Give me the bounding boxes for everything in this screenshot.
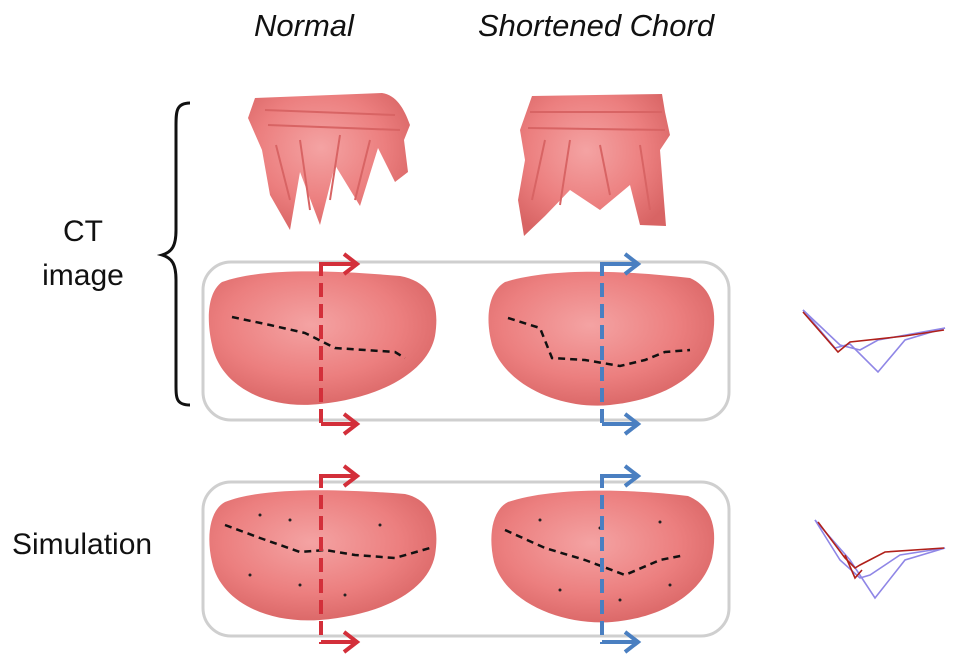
brace-icon: [156, 101, 191, 407]
row-label-ct-image: CT image: [28, 210, 138, 298]
ct-valve-normal-3d: [248, 93, 410, 230]
ct-valve-shortened-3d: [518, 94, 670, 236]
row-label-ct: CT: [63, 215, 103, 248]
simulation-cross-section-profile: [814, 519, 946, 600]
row-label-simulation: Simulation: [12, 528, 153, 561]
column-title-normal: Normal: [254, 8, 354, 43]
ct-coaptation-line-normal: [231, 315, 406, 360]
sim-coaptation-line-shortened: [504, 528, 686, 577]
row-label-image: image: [42, 259, 124, 292]
blue-arrow-icon: [600, 252, 642, 654]
ct-cross-section-profile: [802, 309, 946, 374]
sim-leaflet-normal: [209, 490, 437, 621]
ct-panel-frame: [201, 260, 731, 422]
sim-node-dots: [248, 513, 672, 602]
sim-leaflet-shortened: [491, 490, 715, 623]
column-title-shortened-chord: Shortened Chord: [478, 8, 715, 43]
ct-coaptation-line-shortened: [507, 316, 691, 368]
sim-coaptation-line-normal: [224, 523, 431, 560]
red-arrow-icon: [319, 252, 361, 654]
simulation-panel-frame: [201, 480, 731, 638]
